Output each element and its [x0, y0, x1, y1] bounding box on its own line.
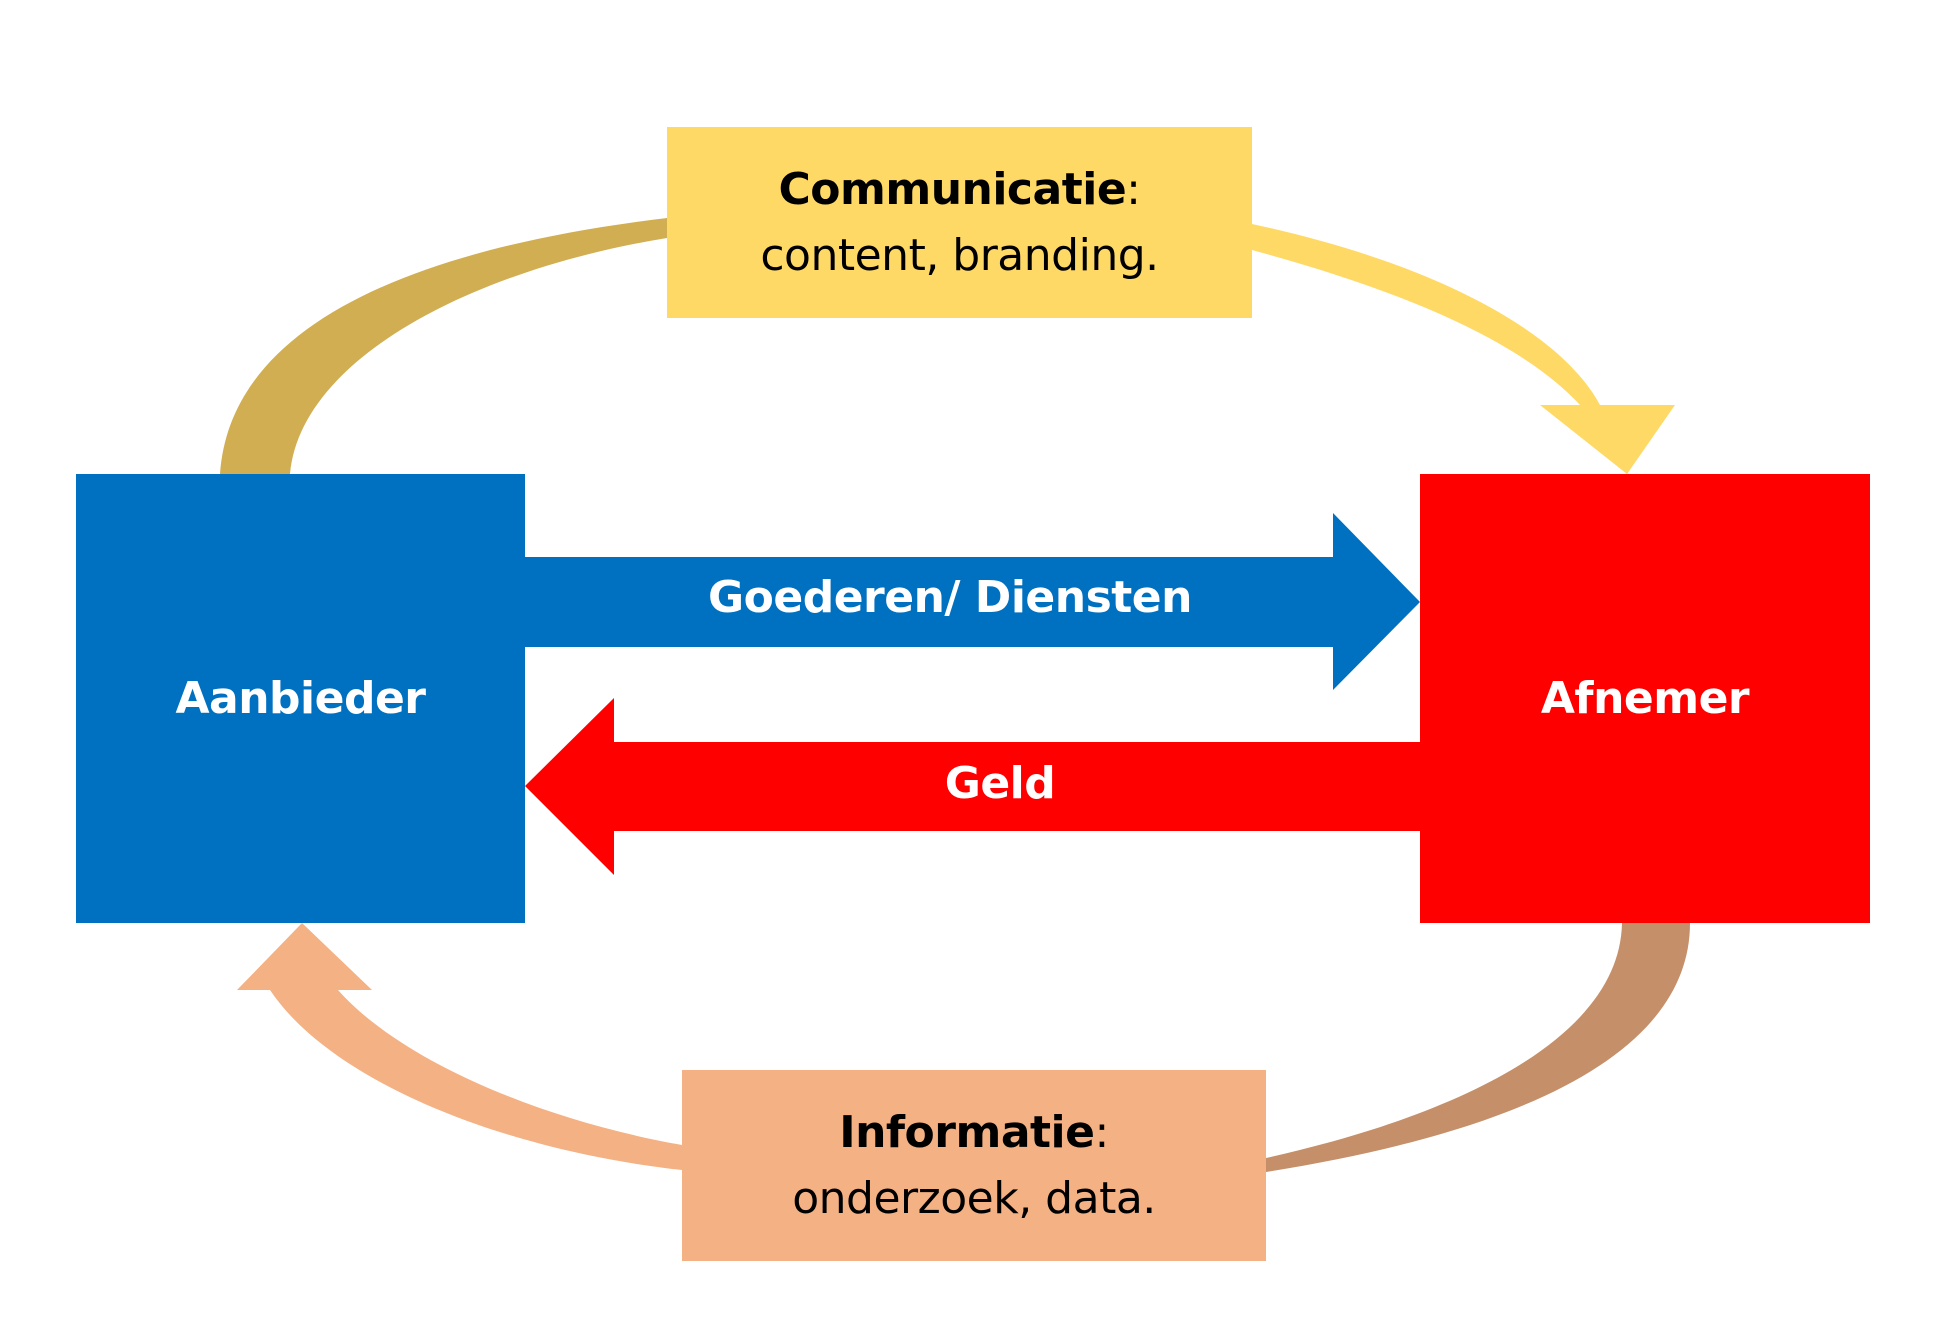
communication-title: Communicatie	[778, 163, 1127, 215]
communication-note: Communicatie: content, branding.	[667, 127, 1252, 318]
provider-box: Aanbieder	[76, 474, 525, 923]
communication-colon: :	[1126, 163, 1141, 215]
communication-arc-left	[220, 218, 667, 474]
money-flow-label: Geld	[944, 758, 1056, 809]
goods-flow-label: Goederen/ Diensten	[708, 572, 1192, 623]
customer-box: Afnemer	[1420, 474, 1870, 923]
information-note: Informatie: onderzoek, data.	[682, 1070, 1266, 1261]
information-arc-left	[237, 923, 682, 1170]
customer-label: Afnemer	[1540, 673, 1750, 724]
goods-flow-arrow	[525, 513, 1420, 690]
money-flow-arrow	[525, 698, 1420, 875]
information-text: onderzoek, data.	[792, 1172, 1156, 1224]
provider-label: Aanbieder	[175, 673, 426, 724]
information-colon: :	[1094, 1106, 1109, 1158]
communication-arc-right	[1252, 224, 1675, 474]
information-arc-right	[1266, 923, 1690, 1172]
information-title: Informatie	[839, 1106, 1095, 1158]
communication-text: content, branding.	[760, 229, 1159, 281]
